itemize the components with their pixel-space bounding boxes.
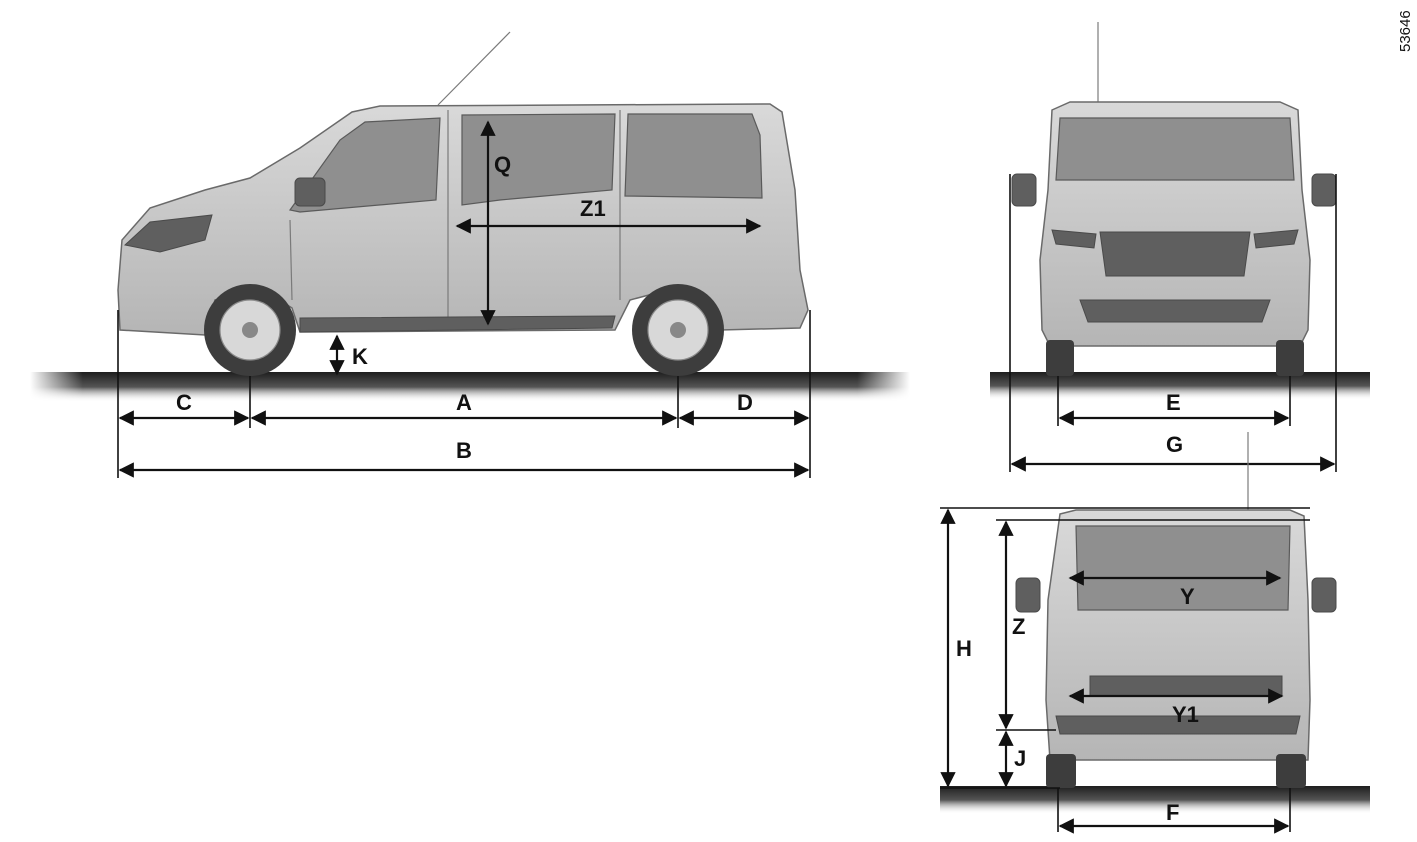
side-front-wheel <box>204 284 296 376</box>
label-z1: Z1 <box>580 196 606 221</box>
label-k: K <box>352 344 368 369</box>
label-b: B <box>456 438 472 463</box>
rear-ground <box>940 786 1370 814</box>
front-view: E G <box>990 22 1370 472</box>
label-y: Y <box>1180 584 1195 609</box>
front-grille <box>1099 231 1251 277</box>
label-y1: Y1 <box>1172 702 1199 727</box>
side-headlight <box>123 214 213 253</box>
front-windscreen <box>1055 117 1295 181</box>
side-window-rear <box>624 113 763 199</box>
label-c: C <box>176 390 192 415</box>
label-z: Z <box>1012 614 1025 639</box>
label-a: A <box>456 390 472 415</box>
rear-view: H Z J Y Y1 F <box>940 432 1370 834</box>
side-windscreen <box>288 117 441 213</box>
side-window-mid <box>461 113 616 206</box>
label-j: J <box>1014 746 1026 771</box>
label-g: G <box>1166 432 1183 457</box>
front-ground <box>990 372 1370 400</box>
side-view: C A D B K Q Z1 <box>30 31 910 478</box>
side-rear-wheel <box>632 284 724 376</box>
label-h: H <box>956 636 972 661</box>
label-e: E <box>1166 390 1181 415</box>
label-q: Q <box>494 152 511 177</box>
reference-number: 53646 <box>1397 10 1414 52</box>
label-d: D <box>737 390 753 415</box>
label-f: F <box>1166 800 1179 825</box>
